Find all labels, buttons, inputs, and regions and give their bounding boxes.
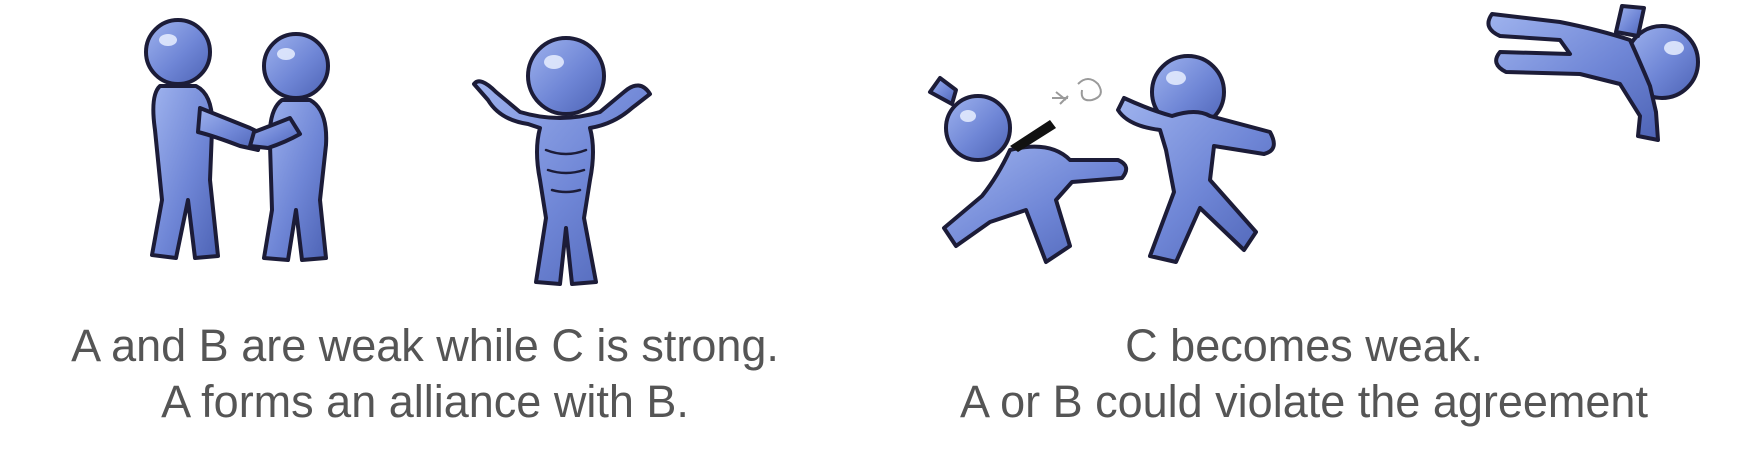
alliance-illustration: [144, 18, 652, 286]
caption-line-1: C becomes weak.: [1125, 320, 1483, 371]
figure-a: [144, 18, 264, 260]
figure-c: [472, 36, 652, 286]
caption-betrayal: C becomes weak. A or B could violate the…: [868, 318, 1740, 430]
panel-betrayal: C becomes weak. A or B could violate the…: [860, 0, 1740, 472]
figure-striker: [1116, 54, 1276, 264]
figure-flying: [1486, 4, 1700, 142]
caption-line-2: A or B could violate the agreement: [960, 376, 1648, 427]
figure-b: [248, 32, 330, 262]
betrayal-illustration: [928, 4, 1700, 264]
figure-knocked-back: [928, 76, 1129, 264]
necktie-icon: [1010, 120, 1056, 152]
impact-swirl-icon: [1052, 78, 1102, 105]
caption-line-1: A and B are weak while C is strong.: [71, 320, 779, 371]
panel-alliance: A and B are weak while C is strong. A fo…: [0, 0, 860, 472]
caption-line-2: A forms an alliance with B.: [161, 376, 689, 427]
caption-alliance: A and B are weak while C is strong. A fo…: [0, 318, 860, 430]
